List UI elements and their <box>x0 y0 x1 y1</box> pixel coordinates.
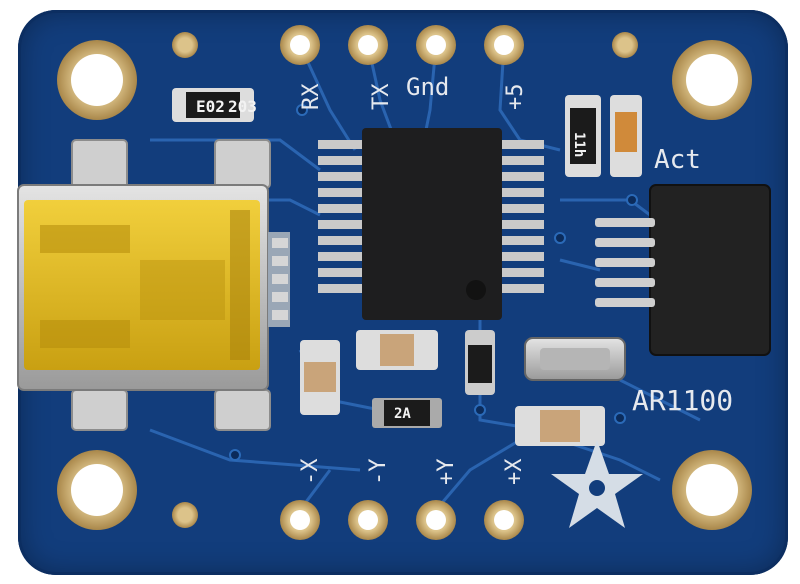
marking-e02: E02 <box>196 97 225 116</box>
label-y-plus: +Y <box>434 459 459 486</box>
vias <box>229 104 638 461</box>
label-act: Act <box>654 145 701 175</box>
label-x-minus: -X <box>298 458 323 485</box>
header-pins-top <box>280 25 524 65</box>
label-rx: RX <box>299 83 324 110</box>
marking-11h: 11h <box>571 132 587 157</box>
marking-2a: 2A <box>394 406 411 422</box>
label-tx: TX <box>369 83 394 110</box>
label-plus5: +5 <box>503 84 528 111</box>
main-ic <box>318 128 544 320</box>
usb-mini-connector <box>17 184 290 391</box>
label-x-plus: +X <box>502 458 527 485</box>
label-part: AR1100 <box>632 384 733 417</box>
passives <box>172 88 642 446</box>
label-y-minus: -Y <box>366 459 391 486</box>
crystal <box>524 337 626 381</box>
adafruit-star-logo <box>551 440 643 528</box>
test-pads <box>172 32 638 528</box>
mounting-holes <box>57 40 752 530</box>
header-pins-bottom <box>280 500 524 540</box>
usb-pads <box>71 139 271 431</box>
label-gnd: Gnd <box>406 73 449 101</box>
ffc-connector <box>595 184 771 356</box>
marking-203: 203 <box>228 97 257 116</box>
